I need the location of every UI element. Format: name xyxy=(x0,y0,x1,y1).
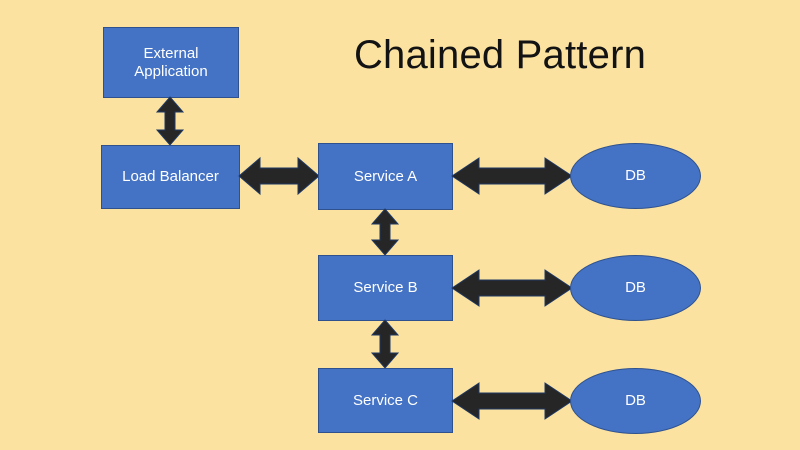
node-service-c[interactable]: Service C xyxy=(318,368,453,433)
node-db-service-a-label: DB xyxy=(625,167,646,185)
arrow-service-c-db xyxy=(451,381,573,421)
arrow-load-balancer-service-a xyxy=(238,156,320,196)
node-db-service-b[interactable]: DB xyxy=(570,255,701,321)
page-title: Chained Pattern xyxy=(353,33,647,77)
node-service-a-label: Service A xyxy=(353,167,418,185)
node-load-balancer[interactable]: Load Balancer xyxy=(101,145,240,209)
arrow-service-b-db xyxy=(451,268,573,308)
arrow-service-a-service-b xyxy=(370,208,400,256)
node-service-c-label: Service C xyxy=(352,391,419,409)
node-service-b-label: Service B xyxy=(353,279,418,297)
node-db-service-a[interactable]: DB xyxy=(570,143,701,209)
node-db-service-c-label: DB xyxy=(625,392,646,410)
arrow-external-application-load-balancer xyxy=(155,96,185,146)
arrow-service-b-service-c xyxy=(370,319,400,369)
node-external-application-label: External Application xyxy=(134,45,208,80)
node-external-application[interactable]: External Application xyxy=(103,27,239,98)
node-load-balancer-label: Load Balancer xyxy=(122,168,219,186)
node-db-service-c[interactable]: DB xyxy=(570,368,701,434)
node-db-service-b-label: DB xyxy=(625,279,646,297)
node-service-a[interactable]: Service A xyxy=(318,143,453,210)
arrow-service-a-db xyxy=(451,156,573,196)
node-service-b[interactable]: Service B xyxy=(318,255,453,321)
